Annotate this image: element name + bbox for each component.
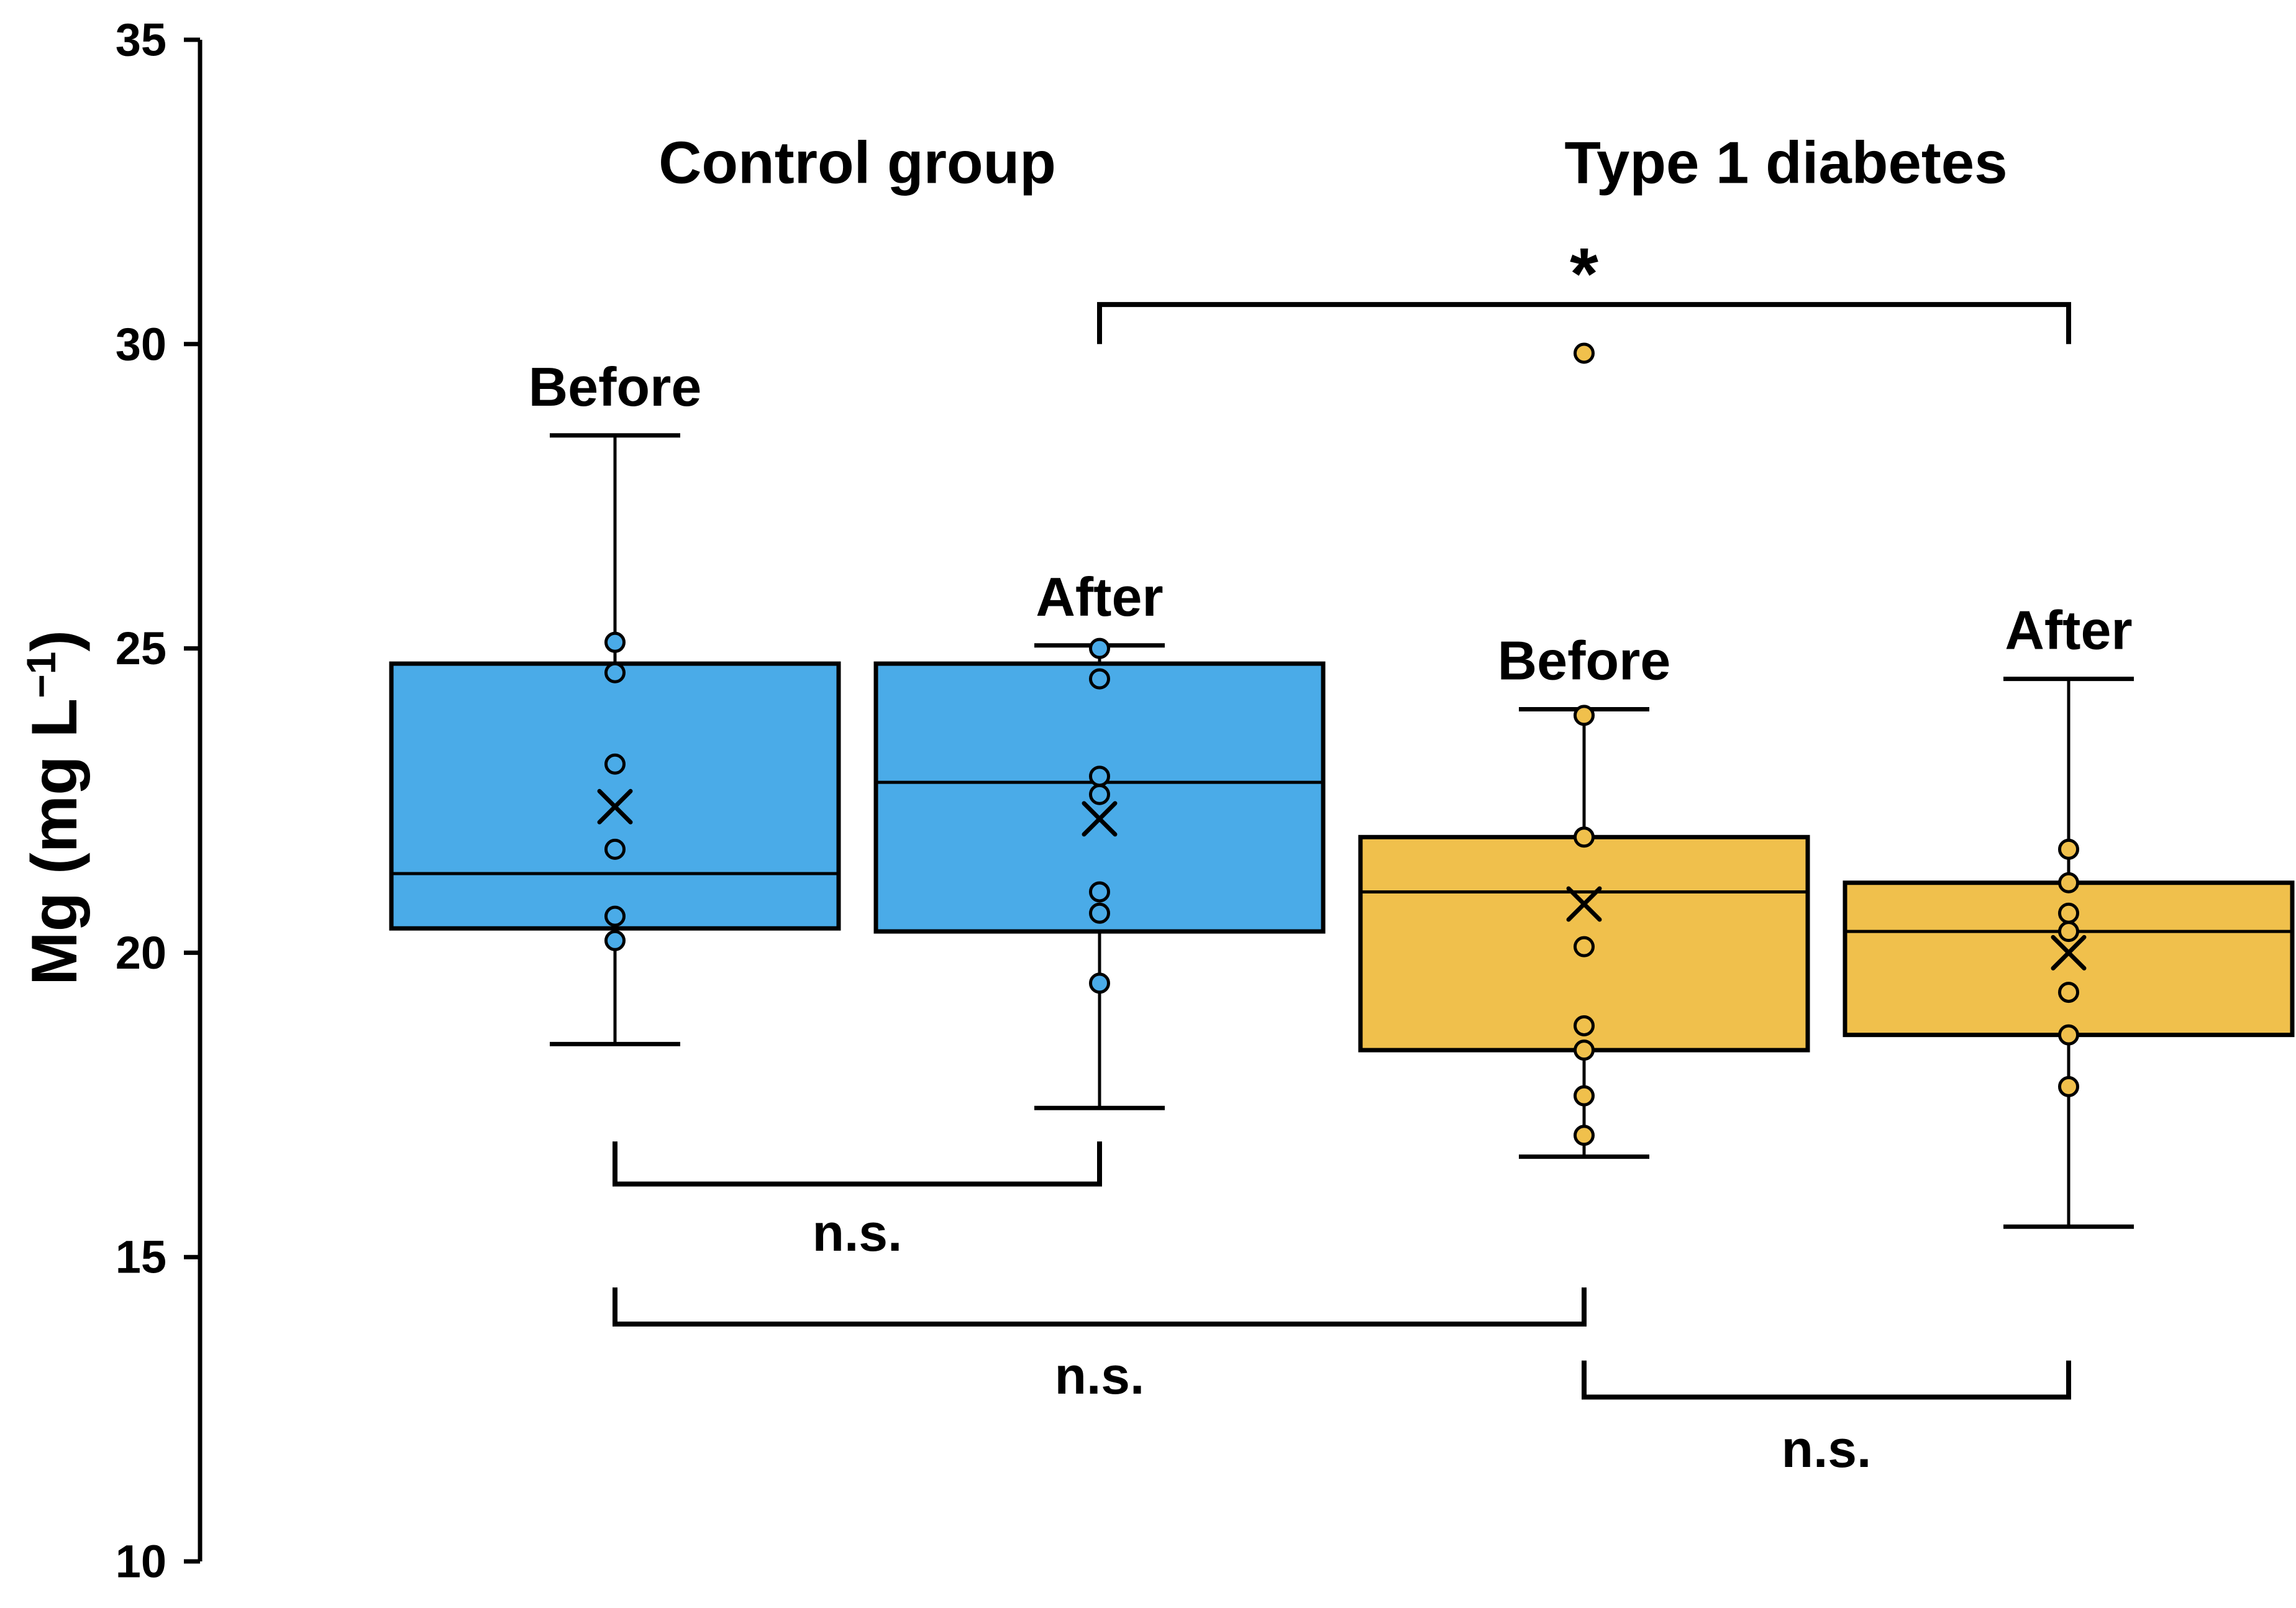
mean-marker-control-before: [597, 788, 633, 825]
mean-marker-diabetes-before: [1566, 886, 1602, 922]
data-point-control-before-3: [604, 838, 626, 860]
y-tick-label-30: 30: [116, 318, 166, 370]
bracket-line-0: [1097, 302, 2071, 344]
significance-bracket-3: n.s.: [1582, 1360, 2071, 1478]
data-point-diabetes-before-1: [1574, 705, 1595, 726]
data-point-control-before-5: [604, 930, 626, 951]
boxplot-diabetes-after: After: [1843, 600, 2295, 1229]
mean-marker-diabetes-after: [2051, 934, 2087, 971]
data-point-diabetes-before-4: [1574, 1015, 1595, 1036]
condition-label-diabetes-before: Before: [1498, 630, 1671, 692]
significance-label-ns-1: n.s.: [813, 1204, 903, 1262]
y-tick-label-15: 15: [116, 1231, 166, 1283]
significance-label-ns-2: n.s.: [1055, 1346, 1145, 1405]
data-point-control-after-0: [1089, 637, 1110, 659]
data-point-control-before-4: [604, 905, 626, 927]
data-point-control-after-2: [1089, 765, 1110, 787]
data-point-control-after-5: [1089, 902, 1110, 924]
data-point-control-after-1: [1089, 668, 1110, 690]
bracket-line-2: [613, 1287, 1587, 1327]
y-axis-title-suffix: ): [19, 630, 91, 652]
data-point-diabetes-before-3: [1574, 936, 1595, 957]
data-point-control-before-0: [604, 631, 626, 653]
significance-bracket-0: *: [1097, 233, 2071, 344]
data-point-control-after-3: [1089, 783, 1110, 805]
data-point-control-before-1: [604, 662, 626, 683]
data-point-control-before-2: [604, 753, 626, 775]
boxplot-diabetes-before: Before: [1358, 342, 1810, 1159]
data-point-diabetes-before-6: [1574, 1085, 1595, 1107]
boxplot-control-before: Before: [389, 356, 841, 1046]
y-axis-title: Mg (mg L−1): [18, 630, 91, 985]
condition-label-control-after: After: [1036, 566, 1163, 628]
y-tick-label-25: 25: [116, 623, 166, 674]
bracket-line-1: [613, 1141, 1102, 1187]
group-title-diabetes: Type 1 diabetes: [1564, 130, 2007, 196]
data-point-diabetes-after-4: [2058, 982, 2079, 1003]
significance-label-star-0: *: [1570, 233, 1598, 315]
y-axis-title-text: Mg (mg L: [19, 698, 91, 985]
data-point-diabetes-after-0: [2058, 838, 2079, 860]
data-point-diabetes-after-6: [2058, 1076, 2079, 1097]
data-point-diabetes-after-5: [2058, 1024, 2079, 1046]
condition-label-control-before: Before: [529, 356, 702, 418]
data-point-control-after-6: [1089, 972, 1110, 994]
boxplot-control-after: After: [873, 566, 1326, 1110]
condition-label-diabetes-after: After: [2005, 600, 2132, 661]
data-point-diabetes-before-2: [1574, 826, 1595, 848]
group-title-control: Control group: [658, 130, 1056, 196]
significance-label-ns-3: n.s.: [1782, 1420, 1872, 1478]
y-tick-label-35: 35: [116, 14, 166, 66]
data-point-diabetes-after-3: [2058, 921, 2079, 943]
y-tick-label-20: 20: [116, 927, 166, 979]
significance-bracket-1: n.s.: [613, 1141, 1102, 1262]
data-point-control-after-4: [1089, 881, 1110, 903]
data-point-diabetes-before-5: [1574, 1039, 1595, 1061]
significance-bracket-2: n.s.: [613, 1287, 1587, 1405]
y-axis-title-superscript: −1: [18, 652, 64, 698]
box-control-before: [389, 661, 841, 931]
data-point-diabetes-after-1: [2058, 872, 2079, 893]
bracket-line-3: [1582, 1360, 2071, 1400]
data-point-diabetes-after-2: [2058, 902, 2079, 924]
mean-marker-control-after: [1082, 801, 1118, 837]
data-point-diabetes-before-0: [1574, 342, 1595, 364]
y-tick-label-10: 10: [116, 1536, 166, 1587]
data-point-diabetes-before-7: [1574, 1125, 1595, 1146]
